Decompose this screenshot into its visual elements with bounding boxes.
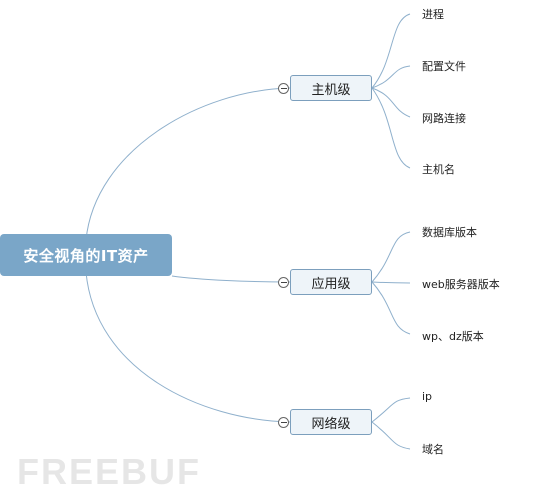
leaf-node-network-connection[interactable]: 网路连接 [422, 112, 466, 125]
collapse-toggle-host[interactable] [278, 83, 289, 94]
connector-root-net [85, 271, 291, 423]
branch-node-host[interactable]: 主机级 [290, 75, 372, 101]
leaf-node-config-file[interactable]: 配置文件 [422, 60, 466, 73]
connector-net-leaf-2 [371, 421, 411, 450]
collapse-toggle-app[interactable] [278, 277, 289, 288]
leaf-node-hostname[interactable]: 主机名 [422, 163, 455, 176]
branch-label: 网络级 [311, 416, 351, 432]
root-node[interactable]: 安全视角的IT资产 [0, 234, 172, 276]
branch-label: 主机级 [311, 82, 351, 98]
freebuf-watermark: FREEBUF [17, 452, 201, 492]
leaf-node-domain[interactable]: 域名 [422, 443, 444, 456]
leaf-node-wp-dz-version[interactable]: wp、dz版本 [422, 330, 484, 343]
connector-host-leaf-1 [371, 13, 411, 89]
leaf-node-process[interactable]: 进程 [422, 8, 444, 21]
connector-host-leaf-2 [371, 65, 411, 89]
connector-root-app [171, 275, 291, 283]
connector-host-leaf-3 [371, 87, 411, 118]
connector-root-host [85, 87, 291, 241]
leaf-node-web-server-version[interactable]: web服务器版本 [422, 278, 500, 291]
collapse-toggle-net[interactable] [278, 417, 289, 428]
connector-app-leaf-3 [371, 281, 411, 335]
branch-node-app[interactable]: 应用级 [290, 269, 372, 295]
leaf-node-ip[interactable]: ip [422, 390, 433, 403]
watermark-text: FREEBUF [17, 452, 201, 492]
branch-label: 应用级 [311, 276, 351, 292]
connector-app-leaf-2 [371, 281, 411, 284]
connector-host-leaf-4 [371, 87, 411, 169]
connector-app-leaf-1 [371, 231, 411, 283]
branch-node-net[interactable]: 网络级 [290, 409, 372, 435]
connector-net-leaf-1 [371, 397, 411, 423]
leaf-node-database-version[interactable]: 数据库版本 [422, 226, 477, 239]
